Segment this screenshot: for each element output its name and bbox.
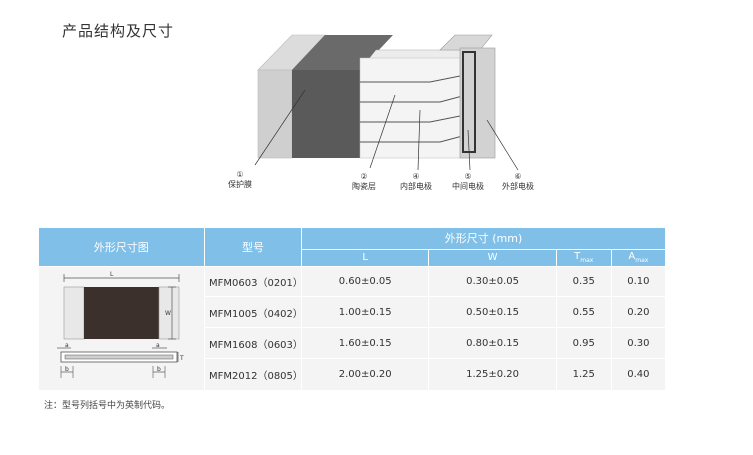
body-front <box>292 70 360 158</box>
dimension-diagram-cell: L W a a T <box>38 265 205 390</box>
sub-header-T: Tmax <box>555 249 612 266</box>
cell-T: 1.25 <box>555 358 612 390</box>
cell-A: 0.30 <box>610 327 665 359</box>
dim-label-b-left: b <box>65 366 69 373</box>
sub-header-L: L <box>300 249 429 266</box>
cell-T: 0.35 <box>555 265 612 297</box>
sub-header-W: W <box>428 249 557 266</box>
cell-L: 1.00±0.15 <box>300 296 429 328</box>
table-row: MFM2012（0805） 2.00±0.20 1.25±0.20 1.25 0… <box>39 358 665 390</box>
cell-model: MFM0603（0201） <box>204 265 303 297</box>
table-row: MFM1005（0402） 1.00±0.15 0.50±0.15 0.55 0… <box>39 296 665 328</box>
cell-A: 0.10 <box>610 265 665 297</box>
col-header-dimensions: 外形尺寸 (mm) <box>301 228 665 250</box>
cell-W: 0.30±0.05 <box>428 265 557 297</box>
cell-T: 0.55 <box>555 296 612 328</box>
table-row: L W a a T <box>38 265 665 390</box>
cell-W: 0.80±0.15 <box>428 327 557 359</box>
cell-model: MFM1005（0402） <box>204 296 303 328</box>
cell-model: MFM1608（0603） <box>204 327 303 359</box>
dim-label-L: L <box>110 271 114 278</box>
dimension-diagram: L W a a T <box>57 271 184 378</box>
chip-structure-diagram <box>254 34 519 171</box>
inner-electrode-3 <box>360 113 471 123</box>
dim-label-T: T <box>179 355 184 362</box>
dim-label-W: W <box>165 310 171 317</box>
inner-electrode-1 <box>360 73 471 83</box>
dim-label-b-right: b <box>157 366 161 373</box>
cell-model: MFM2012（0805） <box>204 358 303 390</box>
cell-W: 1.25±0.20 <box>428 358 557 390</box>
footnote: 注：型号列括号中为英制代码。 <box>44 401 171 411</box>
table-row: MFM1608（0603） 1.60±0.15 0.80±0.15 0.95 0… <box>39 327 665 359</box>
spec-table: 外形尺寸图 型号 外形尺寸 (mm) L W Tmax Amax L <box>38 228 665 390</box>
cell-L: 1.60±0.15 <box>300 327 429 359</box>
cell-W: 0.50±0.15 <box>428 296 557 328</box>
right-cap-front <box>459 47 496 159</box>
layer-region-front <box>359 57 471 159</box>
cell-L: 2.00±0.20 <box>300 358 429 390</box>
left-cap-front <box>257 69 293 159</box>
dim-label-a-right: a <box>156 342 160 349</box>
cell-L: 0.60±0.05 <box>300 265 429 297</box>
cell-A: 0.40 <box>610 358 665 390</box>
col-header-model: 型号 <box>204 228 302 267</box>
cell-T: 0.95 <box>555 327 612 359</box>
dim-label-a-left: a <box>65 342 69 349</box>
page-title: 产品结构及尺寸 <box>62 22 175 40</box>
cell-A: 0.20 <box>610 296 665 328</box>
sub-header-A: Amax <box>610 249 665 266</box>
col-header-diagram: 外形尺寸图 <box>38 228 205 266</box>
